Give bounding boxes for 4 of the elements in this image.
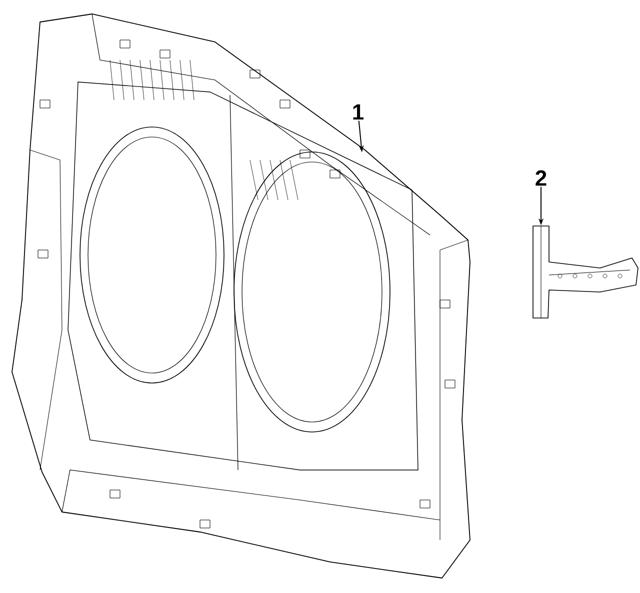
callout-number: 1 (353, 104, 364, 120)
callout-number: 2 (536, 170, 546, 186)
radiator-support-drawing (12, 14, 470, 578)
bracket-drawing (532, 226, 638, 318)
